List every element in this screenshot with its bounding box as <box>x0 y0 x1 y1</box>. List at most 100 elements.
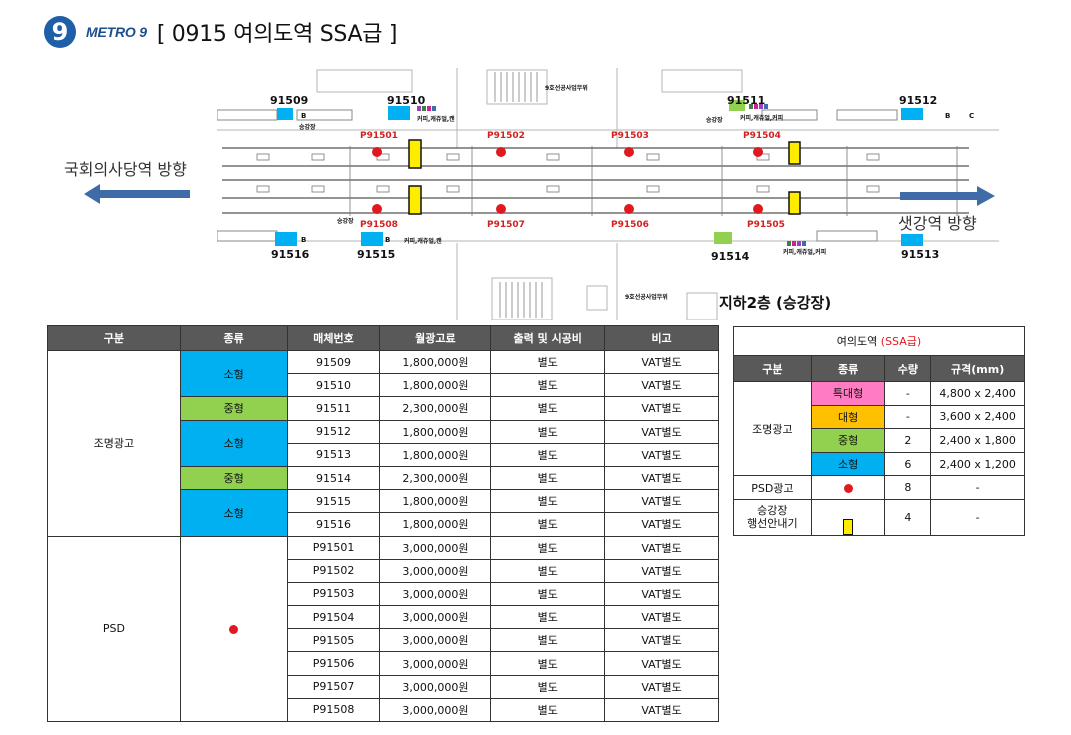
psd-dot-p91506 <box>624 204 634 214</box>
platform-diagram: 91509 91510 91511 91512 91516 91515 9151… <box>217 68 999 320</box>
legend-guide-label-2: 행선안내기 <box>747 517 798 531</box>
monthly-fee: 3,000,000원 <box>379 674 492 699</box>
legend-type: 특대형 <box>810 381 886 406</box>
rate-table: 구분 종류 매체번호 월광고료 출력 및 시공비 비고 조명광고 소형 9150… <box>47 325 719 723</box>
table-row: 소형 91512 1,800,000원 별도 VAT별도 <box>48 419 719 467</box>
table-row: 91513 1,800,000원 별도 VAT별도 <box>48 442 719 467</box>
red-dot-icon <box>229 624 239 634</box>
metro9-logo-icon: 9 <box>44 16 76 48</box>
platform-floor-plan: 91509 91510 91511 91512 91516 91515 9151… <box>217 68 999 320</box>
rate-table-header: 구분 종류 매체번호 월광고료 출력 및 시공비 비고 <box>47 325 719 351</box>
media-no: P91508 <box>286 697 381 723</box>
ad-code-91510: 91510 <box>387 94 426 107</box>
table-row: 조명광고 특대형 - 4,800 x 2,400 <box>733 380 1025 477</box>
legend-col-type: 종류 <box>810 355 886 382</box>
psd-dot-p91501 <box>372 147 382 157</box>
table-row: 91516 1,800,000원 별도 VAT별도 <box>48 512 719 537</box>
ad-box-91509 <box>277 108 293 120</box>
table-row: 소형 6 2,400 x 1,200 <box>734 451 1025 477</box>
label-coffee-2: 커피,캐쥬얼,캔 <box>404 237 442 245</box>
monthly-fee: 1,800,000원 <box>379 442 492 467</box>
label-coffee-1: 커피,캐쥬얼,캔 <box>417 115 455 123</box>
note: VAT별도 <box>604 442 719 467</box>
monthly-fee: 3,000,000원 <box>379 535 492 560</box>
arrow-left-head-icon <box>84 184 100 204</box>
legend-grade: (SSA급) <box>880 335 922 348</box>
logo-text: METRO 9 <box>86 24 147 40</box>
label-platform-2: 승강장 <box>706 116 723 124</box>
output-cost: 별도 <box>490 396 606 421</box>
table-row: 중형 91514 2,300,000원 별도 VAT별도 <box>48 465 719 491</box>
label-b-2: B <box>301 236 306 244</box>
note: VAT별도 <box>604 605 719 630</box>
output-cost: 별도 <box>490 442 606 467</box>
label-office-top: 9호선공사업무위 <box>545 84 588 92</box>
page-header: 9 METRO 9 [ 0915 여의도역 SSA급 ] <box>44 14 397 50</box>
legend-qty: - <box>884 404 932 430</box>
media-no: P91502 <box>286 558 381 583</box>
output-cost: 별도 <box>490 535 606 560</box>
note: VAT별도 <box>604 628 719 653</box>
note: VAT별도 <box>604 651 719 676</box>
type-medium: 중형 <box>179 465 288 491</box>
media-no: 91510 <box>286 373 381 398</box>
ad-box-91510 <box>388 106 410 120</box>
ad-box-91513 <box>901 234 923 246</box>
type-small: 소형 <box>179 489 288 537</box>
ad-box-91515 <box>361 232 383 246</box>
media-no: 91514 <box>286 465 381 491</box>
psd-dot-p91502 <box>496 147 506 157</box>
media-no: 91516 <box>286 512 381 537</box>
psd-code-p91501: P91501 <box>360 131 398 141</box>
monthly-fee: 1,800,000원 <box>379 373 492 398</box>
note: VAT별도 <box>604 489 719 514</box>
psd-code-p91507: P91507 <box>487 220 525 230</box>
table-row: PSD P91501 3,000,000원 별도 VAT별도 <box>47 535 719 722</box>
col-header-media-no: 매체번호 <box>286 325 381 351</box>
media-no: 91509 <box>286 349 381 375</box>
note: VAT별도 <box>604 558 719 583</box>
media-no: P91503 <box>286 581 381 607</box>
psd-code-p91508: P91508 <box>360 220 398 230</box>
psd-dot-p91508 <box>372 204 382 214</box>
legend-qty: 6 <box>884 451 932 477</box>
legend-qty: 2 <box>884 428 932 453</box>
note: VAT별도 <box>604 674 719 699</box>
legend-type: 대형 <box>810 404 886 430</box>
table-row: P91506 3,000,000원 별도 VAT별도 <box>48 651 719 676</box>
logo-number: 9 <box>51 18 69 46</box>
monthly-fee: 3,000,000원 <box>379 558 492 583</box>
legend-qty: - <box>884 381 932 406</box>
monthly-fee: 1,800,000원 <box>379 419 492 444</box>
legend-type: 중형 <box>810 428 886 453</box>
group-lit-ad: 조명광고 <box>47 350 181 537</box>
type-medium: 중형 <box>179 396 288 421</box>
output-cost: 별도 <box>490 465 606 491</box>
output-cost: 별도 <box>490 628 606 653</box>
label-coffee-4: 커피,캐쥬얼,커피 <box>783 248 826 256</box>
note: VAT별도 <box>604 349 719 375</box>
monthly-fee: 3,000,000원 <box>379 581 492 607</box>
table-row: PSD광고 8 - <box>733 475 1025 500</box>
psd-dot-p91503 <box>624 147 634 157</box>
legend-guide-label-1: 승강장 <box>757 504 788 518</box>
col-header-output-cost: 출력 및 시공비 <box>490 325 606 351</box>
label-c-1: C <box>969 112 974 120</box>
legend-header: 구분 종류 수량 규격(mm) <box>733 355 1025 382</box>
ad-box-91516 <box>275 232 297 246</box>
note: VAT별도 <box>604 396 719 421</box>
output-cost: 별도 <box>490 512 606 537</box>
media-no: 91513 <box>286 442 381 467</box>
label-b-1: B <box>301 112 306 120</box>
monthly-fee: 1,800,000원 <box>379 349 492 375</box>
col-header-monthly-fee: 월광고료 <box>379 325 492 351</box>
legend-caption: 여의도역 (SSA급) <box>733 326 1025 356</box>
note: VAT별도 <box>604 419 719 444</box>
psd-type-dot <box>179 535 288 722</box>
monthly-fee: 2,300,000원 <box>379 465 492 491</box>
psd-code-p91503: P91503 <box>611 131 649 141</box>
note: VAT별도 <box>604 581 719 607</box>
type-small: 소형 <box>179 349 288 398</box>
table-row: P91508 3,000,000원 별도 VAT별도 <box>48 697 719 723</box>
legend-guide-qty: 4 <box>884 498 932 536</box>
